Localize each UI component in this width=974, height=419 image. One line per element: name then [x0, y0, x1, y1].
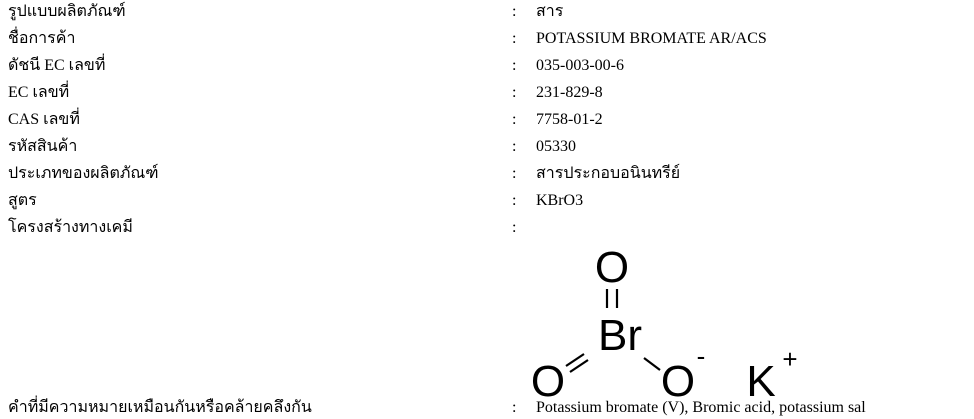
field-value: 231-829-8 — [536, 84, 603, 101]
field-label: คำที่มีความหมายเหมือนกันหรือคล้ายคลึงกัน — [8, 399, 312, 416]
field-value: 035-003-00-6 — [536, 57, 624, 74]
field-separator: : — [512, 57, 517, 74]
field-label: EC เลขที่ — [8, 84, 70, 101]
field-value: KBrO3 — [536, 192, 584, 209]
field-separator: : — [512, 3, 517, 20]
field-label: ประเภทของผลิตภัณฑ์ — [8, 165, 159, 182]
field-row-ec-index: ดัชนี EC เลขที่ : 035-003-00-6 — [0, 56, 974, 76]
field-separator: : — [512, 30, 517, 47]
field-row-ec-number: EC เลขที่ : 231-829-8 — [0, 83, 974, 103]
field-label: รูปแบบผลิตภัณฑ์ — [8, 3, 126, 20]
double-bond-line — [569, 359, 589, 373]
field-row-product-code: รหัสสินค้า : 05330 — [0, 137, 974, 157]
field-value: POTASSIUM BROMATE AR/ACS — [536, 30, 767, 47]
chemical-structure-diagram: O Br O O - K + — [531, 243, 798, 398]
field-separator: : — [512, 165, 517, 182]
field-label: โครงสร้างทางเคมี — [8, 219, 133, 236]
single-bond-line — [643, 357, 661, 371]
field-separator: : — [512, 399, 517, 416]
field-label: ชื่อการค้า — [8, 30, 76, 47]
field-label: สูตร — [8, 192, 37, 209]
field-row-product-type: ประเภทของผลิตภัณฑ์ : สารประกอบอนินทรีย์ — [0, 164, 974, 184]
negative-charge: - — [697, 341, 706, 371]
field-value: สารประกอบอนินทรีย์ — [536, 165, 681, 182]
field-label: รหัสสินค้า — [8, 138, 78, 155]
field-separator: : — [512, 111, 517, 128]
atom-oxygen-left: O — [531, 357, 565, 398]
field-value: 7758-01-2 — [536, 111, 603, 128]
field-row-cas-number: CAS เลขที่ : 7758-01-2 — [0, 110, 974, 130]
field-value: Potassium bromate (V), Bromic acid, pota… — [536, 399, 866, 416]
cation-potassium: K — [746, 357, 775, 398]
field-separator: : — [512, 138, 517, 155]
atom-oxygen-right: O — [661, 357, 695, 398]
field-row-synonyms: คำที่มีความหมายเหมือนกันหรือคล้ายคลึงกัน… — [0, 398, 974, 418]
double-bond-line — [565, 353, 585, 367]
atom-oxygen-top: O — [595, 243, 629, 292]
field-row-product-form: รูปแบบผลิตภัณฑ์ : สาร — [0, 2, 974, 22]
field-value: 05330 — [536, 138, 576, 155]
field-separator: : — [512, 84, 517, 101]
field-row-trade-name: ชื่อการค้า : POTASSIUM BROMATE AR/ACS — [0, 29, 974, 49]
field-row-chemical-structure: โครงสร้างทางเคมี : — [0, 218, 974, 238]
positive-charge: + — [782, 344, 797, 374]
field-row-formula: สูตร : KBrO3 — [0, 191, 974, 211]
field-label: CAS เลขที่ — [8, 111, 80, 128]
field-value: สาร — [536, 3, 564, 20]
field-separator: : — [512, 219, 517, 236]
field-separator: : — [512, 192, 517, 209]
field-label: ดัชนี EC เลขที่ — [8, 57, 106, 74]
atom-bromine: Br — [598, 311, 642, 360]
